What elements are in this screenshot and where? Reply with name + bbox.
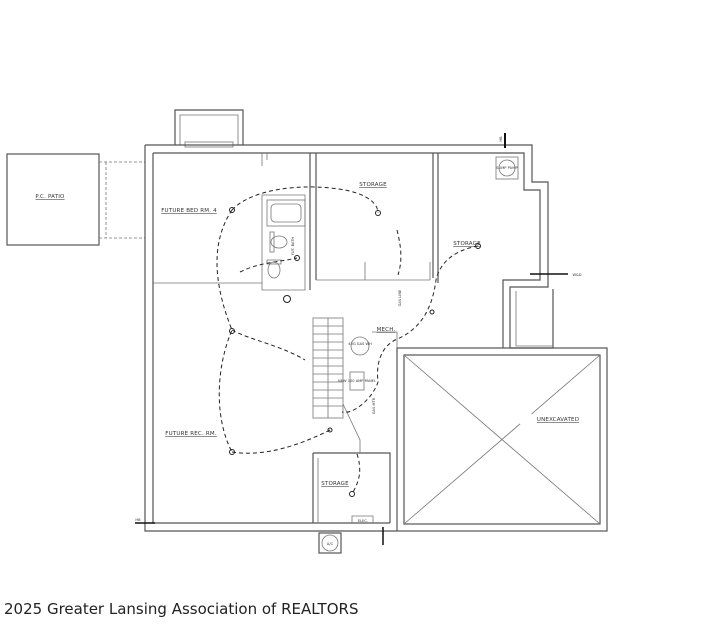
wd-label: W&D bbox=[572, 273, 581, 277]
bath-label: FUT. BATH bbox=[291, 237, 295, 256]
meter-label: GAS MTR bbox=[372, 397, 376, 414]
mech-label: MECH. bbox=[377, 327, 396, 333]
rec-room-label: FUTURE REC. RM. bbox=[165, 431, 217, 437]
hb-top-label: HB bbox=[499, 136, 503, 142]
patio-label: P.C. PATIO bbox=[35, 194, 65, 200]
panel-label: NEW 100 AMP PANEL bbox=[338, 379, 376, 383]
mechanical-equipment: 40G GAS WH NEW 100 AMP PANEL SUMP PUMP G… bbox=[338, 156, 519, 414]
patio: P.C. PATIO bbox=[6, 153, 145, 246]
furnace-label: 40G GAS WH bbox=[348, 342, 372, 346]
exterior-stubs bbox=[135, 133, 568, 545]
hb-left-label: HB bbox=[135, 518, 141, 522]
ac-unit: A/C bbox=[318, 532, 342, 554]
window-well bbox=[174, 109, 244, 148]
sump-label: SUMP PUMP bbox=[496, 166, 518, 170]
storage-right-label: STORAGE bbox=[453, 241, 481, 247]
foundation-walls bbox=[144, 144, 554, 532]
electrical-wiring bbox=[216, 186, 479, 495]
basement-floor-plan: P.C. PATIO UNEXCAVATED bbox=[6, 109, 608, 554]
interior-walls bbox=[153, 153, 439, 523]
ac-label: A/C bbox=[327, 542, 334, 546]
storage-bottom-label: STORAGE bbox=[321, 481, 349, 487]
stairs bbox=[312, 317, 361, 453]
gas-line-label: GAS LINE bbox=[398, 289, 402, 306]
elec-label: ELEC. bbox=[358, 519, 368, 523]
storage-top-label: STORAGE bbox=[359, 182, 387, 188]
bedroom-label: FUTURE BED RM. 4 bbox=[161, 208, 217, 214]
unexcavated-label: UNEXCAVATED bbox=[537, 417, 579, 423]
bathroom-fixtures: FUT. BATH bbox=[266, 199, 306, 279]
room-labels: FUTURE BED RM. 4 STORAGE STORAGE MECH. F… bbox=[135, 136, 581, 523]
light-fixtures bbox=[229, 207, 481, 497]
unexcavated-area: UNEXCAVATED bbox=[396, 347, 608, 532]
copyright-footer: 2025 Greater Lansing Association of REAL… bbox=[4, 600, 359, 618]
